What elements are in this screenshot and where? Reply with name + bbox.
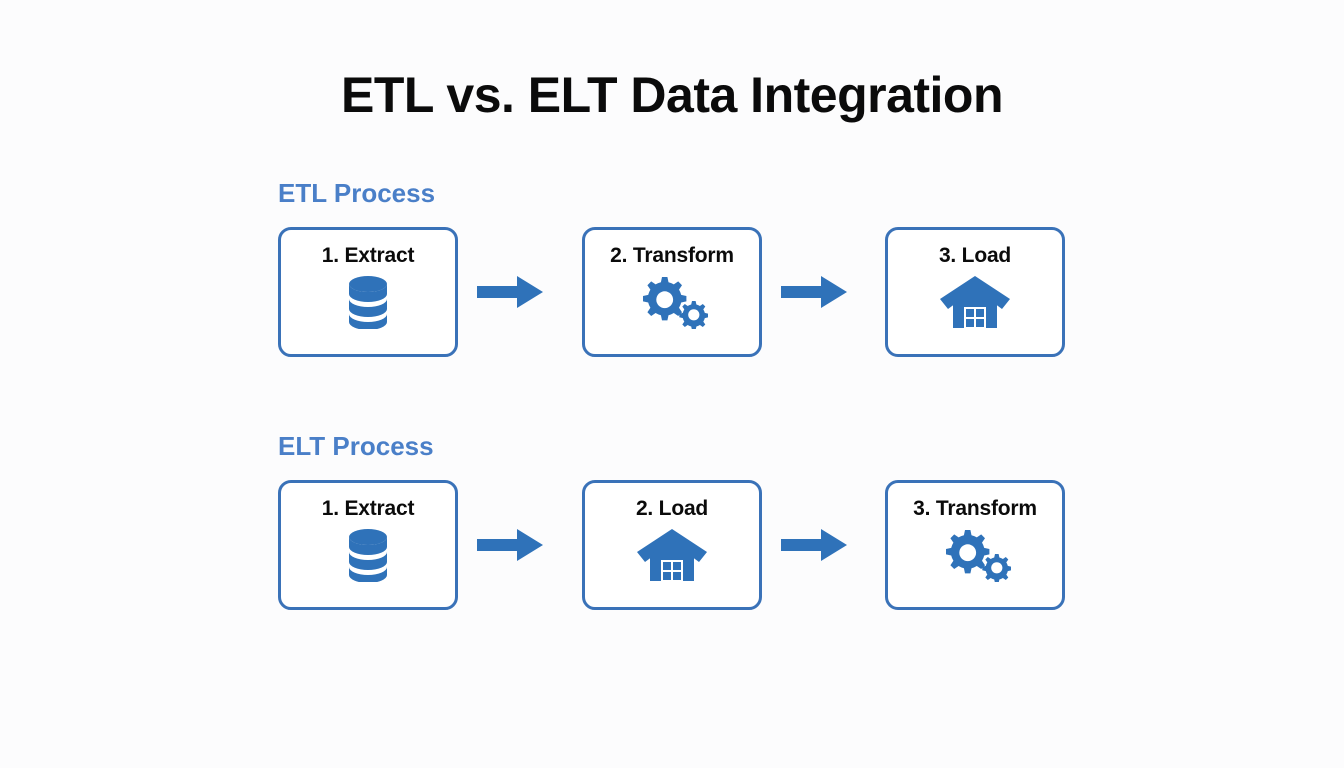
step-label: 2. Load [635,497,709,520]
arrow-right-icon [477,528,543,562]
warehouse-icon [936,274,1014,330]
step-label: 3. Load [938,244,1012,267]
database-icon [329,527,407,583]
process-heading-elt: ELT Process [278,431,434,461]
step-box-elt-transform[interactable]: 3. Transform [885,480,1065,610]
step-label: 2. Transform [610,244,734,267]
step-box-etl-load[interactable]: 3. Load [885,227,1065,357]
step-box-etl-transform[interactable]: 2. Transform [582,227,762,357]
step-label: 1. Extract [321,497,415,520]
step-label: 1. Extract [321,244,415,267]
page-title: ETL vs. ELT Data Integration [340,67,1004,123]
step-box-elt-load[interactable]: 2. Load [582,480,762,610]
arrow-right-icon [781,275,847,309]
step-box-elt-extract[interactable]: 1. Extract [278,480,458,610]
gears-icon [936,527,1014,583]
warehouse-icon [633,527,711,583]
step-box-etl-extract[interactable]: 1. Extract [278,227,458,357]
flow-row-elt: 1. Extract [278,480,1066,610]
flow-row-etl: 1. Extract [278,227,1066,357]
process-heading-etl: ETL Process [278,178,436,208]
gears-icon [633,274,711,330]
database-icon [329,274,407,330]
arrow-right-icon [781,528,847,562]
step-label: 3. Transform [913,497,1037,520]
arrow-right-icon [477,275,543,309]
